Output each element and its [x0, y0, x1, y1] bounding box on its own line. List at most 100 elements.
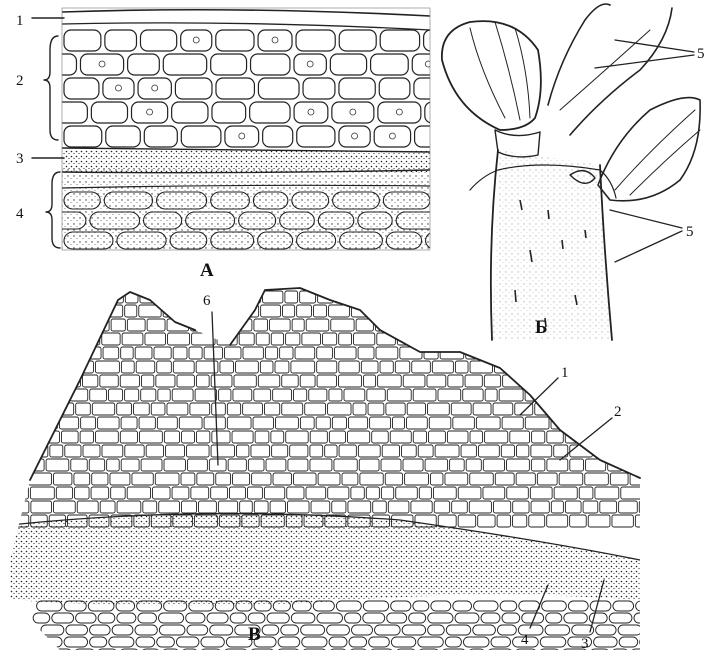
- cell-a: [371, 54, 409, 75]
- cell-v: [409, 305, 424, 317]
- cell-v: [464, 305, 481, 317]
- cell-a: [332, 102, 374, 123]
- cell-a: [175, 78, 212, 99]
- cell-v: [9, 445, 29, 457]
- cell-v: [562, 347, 584, 359]
- cell-v-parenchyma: [631, 649, 657, 657]
- cell-v: [528, 375, 543, 387]
- cell-v-parenchyma: [181, 649, 198, 657]
- cell-a: [216, 78, 254, 99]
- label-b-5-top: 5: [697, 46, 705, 62]
- cell-v: [570, 403, 589, 415]
- nucleus: [115, 85, 121, 91]
- cell-v: [415, 333, 429, 345]
- cell-v: [613, 431, 627, 443]
- cell-v-parenchyma: [277, 649, 300, 657]
- cell-v: [356, 291, 380, 303]
- label-a-3: 3: [16, 151, 24, 167]
- cell-v: [214, 305, 237, 317]
- cell-v: [625, 375, 649, 387]
- label-a-1: 1: [16, 13, 24, 29]
- cell-v: [632, 333, 652, 345]
- cell-v-parenchyma: [370, 649, 394, 657]
- label-a-2: 2: [16, 73, 24, 89]
- cell-a: [91, 102, 127, 123]
- cell-v: [629, 431, 642, 443]
- cell-v: [29, 431, 45, 443]
- cell-a: [106, 126, 141, 147]
- cell-a: [294, 102, 328, 123]
- cell-v: [470, 333, 483, 345]
- cell-a: [379, 78, 410, 99]
- cell-v: [638, 445, 653, 457]
- cell-v: [0, 389, 14, 401]
- cell-v: [611, 305, 627, 317]
- cell-a: [216, 30, 254, 51]
- cell-v: [0, 459, 23, 471]
- cell-v: [373, 305, 386, 317]
- cell-a: [132, 102, 168, 123]
- cell-v: [568, 375, 584, 387]
- label-v-2: 2: [614, 404, 622, 420]
- cell-v: [586, 347, 602, 359]
- cell-v-parenchyma: [539, 649, 560, 657]
- cell-v: [52, 361, 70, 373]
- cell-v: [8, 347, 26, 359]
- cell-v: [634, 417, 647, 429]
- cell-a: [330, 54, 366, 75]
- cell-v: [622, 389, 635, 401]
- cell-v: [615, 361, 629, 373]
- cell-v-parenchyma: [97, 649, 117, 657]
- cell-v-parenchyma: [349, 649, 368, 657]
- cell-v: [452, 333, 468, 345]
- cell-v: [84, 291, 107, 303]
- cell-a: [263, 126, 293, 147]
- cell-v: [600, 389, 620, 401]
- cell-a: [251, 54, 290, 75]
- cell-a: [212, 102, 246, 123]
- cell-v: [413, 291, 426, 303]
- cell-v: [594, 445, 614, 457]
- cell-v: [637, 389, 659, 401]
- nucleus: [272, 37, 278, 43]
- cell-v: [66, 319, 87, 331]
- nucleus: [350, 109, 356, 115]
- cell-v: [639, 403, 654, 415]
- panel-b-drawing: [442, 4, 700, 340]
- cell-a: [378, 102, 421, 123]
- cell-v: [591, 403, 611, 415]
- cell-v: [23, 291, 46, 303]
- cell-v: [614, 291, 632, 303]
- cell-v: [431, 333, 450, 345]
- cell-a: [44, 54, 76, 75]
- cell-v: [554, 403, 569, 415]
- cell-v: [382, 291, 395, 303]
- panel-a-letter: А: [200, 260, 214, 281]
- cell-v: [60, 305, 74, 317]
- nucleus: [396, 109, 402, 115]
- cell-a: [339, 126, 370, 147]
- cell-v: [224, 291, 237, 303]
- cell-a: [296, 30, 335, 51]
- cell-a: [105, 30, 137, 51]
- cell-v-parenchyma: [119, 649, 139, 657]
- cell-v: [24, 305, 41, 317]
- cell-a: [303, 78, 335, 99]
- cell-v: [615, 333, 629, 345]
- nucleus: [352, 133, 358, 139]
- cell-v-parenchyma: [141, 649, 160, 657]
- cell-a: [415, 126, 453, 147]
- cell-v: [488, 347, 507, 359]
- cell-a: [64, 78, 99, 99]
- cell-v: [624, 459, 640, 471]
- cell-v: [178, 305, 194, 317]
- cell-a: [103, 78, 134, 99]
- cell-a: [181, 126, 221, 147]
- cell-v: [32, 389, 53, 401]
- cell-v: [77, 305, 97, 317]
- cell-a: [258, 30, 292, 51]
- cell-v: [566, 389, 581, 401]
- cell-v: [177, 291, 198, 303]
- cell-v: [428, 291, 446, 303]
